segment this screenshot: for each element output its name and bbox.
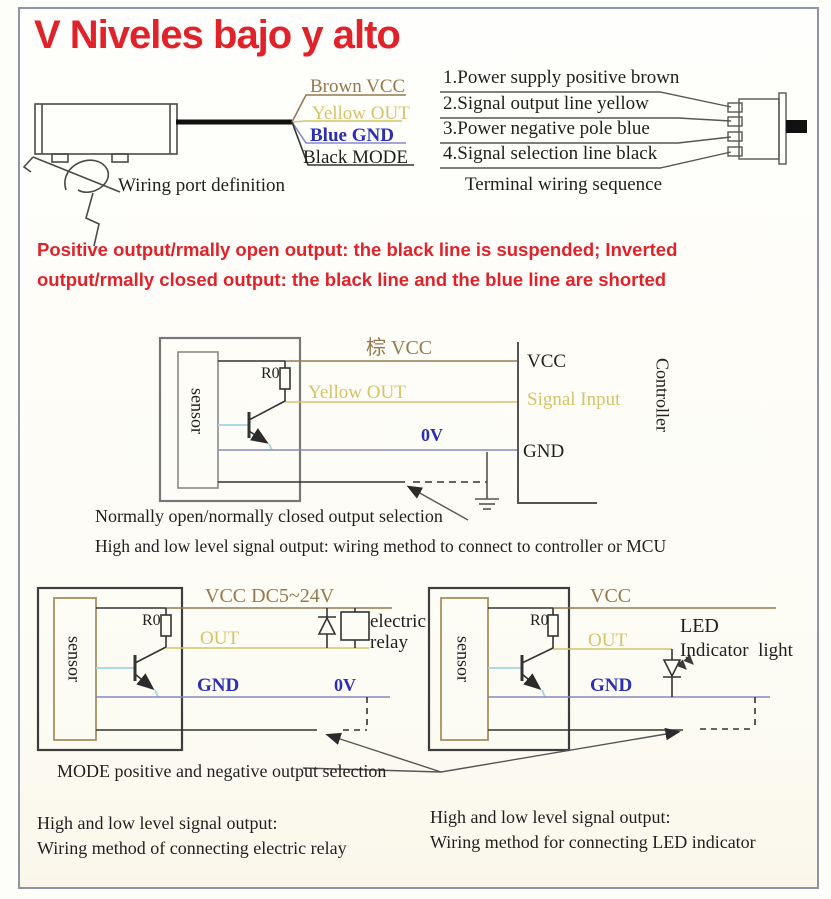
terminal-item-2: 2.Signal output line yellow	[443, 93, 649, 114]
relay-circuit-linework	[36, 586, 392, 752]
warning-line-2: output/rmally closed output: the black l…	[37, 269, 667, 290]
relay-out-label: OUT	[200, 628, 240, 649]
warning-line-1: Positive output/rmally open output: the …	[37, 239, 678, 260]
led-gnd-label: GND	[590, 675, 633, 696]
controller-subcaption: High and low level signal output: wiring…	[95, 536, 667, 556]
sensor-label: sensor	[187, 388, 208, 434]
led-circuit-linework	[427, 586, 776, 752]
relay-device-line1: electric	[370, 611, 426, 632]
led-device-line1: LED	[680, 615, 719, 637]
sensor-label: sensor	[64, 636, 85, 682]
controller-label: Controller	[652, 358, 673, 432]
vcc-wire-label: 棕 VCC	[366, 337, 433, 359]
mode-caption-arrows	[302, 727, 681, 773]
out-wire-label: Yellow OUT	[308, 382, 406, 403]
connector-body	[727, 92, 807, 165]
page-title: V Niveles bajo y alto	[34, 13, 401, 57]
controller-gnd-pin: GND	[523, 441, 565, 462]
controller-circuit-linework	[158, 336, 597, 521]
transistor-icon	[218, 400, 286, 451]
led-out-label: OUT	[588, 630, 628, 651]
controller-vcc-pin: VCC	[527, 351, 567, 372]
footer-led-line2: Wiring method for connecting LED indicat…	[430, 832, 756, 852]
led-icon	[662, 649, 694, 697]
wire-label-black-mode: Black MODE	[303, 147, 409, 168]
transistor-icon	[96, 646, 167, 698]
resistor-r0-icon	[547, 608, 559, 649]
selection-caption: Normally open/normally closed output sel…	[95, 506, 443, 526]
zero-v-label: 0V	[421, 425, 443, 445]
controller-signal-pin: Signal Input	[527, 389, 621, 410]
footer-led-line1: High and low level signal output:	[430, 807, 671, 827]
sensor-label: sensor	[453, 636, 474, 682]
wire-fanout	[291, 94, 414, 166]
relay-device-line2: relay	[370, 632, 408, 653]
resistor-r0-icon	[160, 608, 172, 648]
terminal-connector-sketch	[440, 91, 807, 169]
diode-icon	[317, 608, 337, 648]
resistor-r0-icon	[279, 361, 291, 402]
relay-gnd-label: GND	[197, 675, 240, 696]
relay-vcc-label: VCC DC5~24V	[205, 585, 335, 607]
terminal-item-3: 3.Power negative pole blue	[443, 118, 650, 139]
wire-label-brown-vcc: Brown VCC	[310, 76, 406, 97]
controller-bracket	[517, 342, 597, 504]
relay-box-icon	[340, 608, 370, 648]
led-vcc-label: VCC	[590, 585, 632, 607]
resistor-label: R0	[261, 365, 280, 382]
resistor-label: R0	[142, 612, 161, 629]
terminal-item-1: 1.Power supply positive brown	[443, 67, 680, 88]
relay-zero-v-label: 0V	[334, 675, 356, 695]
sensor-product-sketch	[22, 103, 292, 247]
footer-relay-line2: Wiring method of connecting electric rel…	[37, 838, 347, 858]
wiring-port-caption: Wiring port definition	[118, 175, 286, 196]
selection-arrow	[406, 485, 469, 521]
footer-relay-line1: High and low level signal output:	[37, 813, 278, 833]
transistor-icon	[488, 647, 554, 698]
wire-label-blue-gnd: Blue GND	[310, 125, 394, 146]
resistor-label: R0	[530, 612, 549, 629]
terminal-item-4: 4.Signal selection line black	[443, 143, 658, 164]
led-device-line2: Indicator light	[680, 640, 793, 661]
wire-label-yellow-out: Yellow OUT	[312, 103, 410, 124]
mode-caption: MODE positive and negative output select…	[57, 761, 387, 781]
ground-icon	[475, 498, 499, 510]
terminal-caption: Terminal wiring sequence	[465, 174, 663, 195]
